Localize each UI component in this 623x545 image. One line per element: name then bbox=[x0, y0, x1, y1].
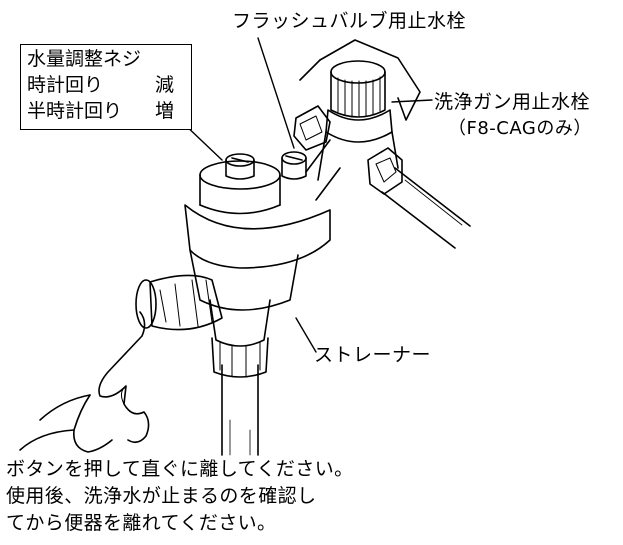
instruction-line: てから便器を離れてください。 bbox=[6, 512, 277, 534]
instruction-line: 使用後、洗浄水が止まるのを確認し bbox=[6, 485, 317, 507]
hand-illustration bbox=[19, 311, 150, 453]
effect-increase: 増 bbox=[155, 100, 175, 122]
leader-lines bbox=[181, 37, 433, 353]
effect-decrease: 減 bbox=[155, 74, 175, 96]
direction-counterclockwise: 半時計回り bbox=[27, 100, 123, 122]
adjust-row-counterclockwise: 半時計回り 増 bbox=[27, 99, 174, 123]
supply-pipe bbox=[221, 364, 259, 456]
direction-clockwise: 時計回り bbox=[27, 74, 104, 96]
adjust-box-title: 水量調整ネジ bbox=[27, 48, 142, 70]
valve-body bbox=[184, 139, 341, 378]
push-button bbox=[135, 274, 223, 331]
instruction-line: ボタンを押して直ぐに離してください。 bbox=[6, 458, 354, 480]
label-wash-gun-stop: 洗浄ガン用止水栓 bbox=[434, 91, 591, 113]
side-pipe bbox=[381, 167, 471, 249]
wash-gun-stop-valve bbox=[293, 39, 421, 195]
label-flush-valve-stop: フラッシュバルブ用止水栓 bbox=[232, 10, 467, 32]
adjust-screw-box: 水量調整ネジ 時計回り 減 半時計回り 増 bbox=[20, 44, 192, 130]
usage-instructions: ボタンを押して直ぐに離してください。 使用後、洗浄水が止まるのを確認し てから便… bbox=[6, 456, 606, 537]
label-wash-gun-note: （F8-CAGのみ） bbox=[448, 118, 592, 139]
adjust-row-clockwise: 時計回り 減 bbox=[27, 73, 174, 97]
label-strainer: ストレーナー bbox=[314, 344, 432, 366]
